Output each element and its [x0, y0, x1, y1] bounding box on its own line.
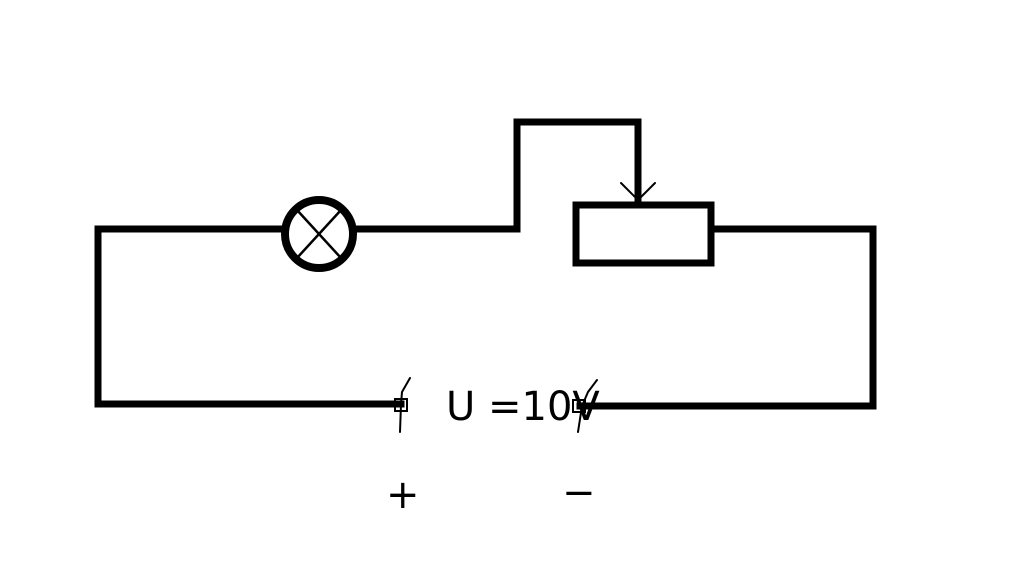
source-terminals [394, 377, 598, 433]
negative-sign: − [562, 470, 596, 516]
voltage-label: U =10V [446, 384, 600, 430]
wire-left [94, 225, 405, 408]
lamp-icon [281, 196, 357, 272]
rheostat-icon [572, 182, 715, 267]
wire-lamp-to-slider [352, 118, 642, 233]
positive-sign: + [386, 472, 420, 518]
slider-arrow-icon [620, 182, 656, 201]
resistor-body [572, 201, 715, 267]
wires [94, 118, 877, 410]
wire-right [576, 225, 877, 410]
positive-terminal-mark [399, 377, 411, 433]
